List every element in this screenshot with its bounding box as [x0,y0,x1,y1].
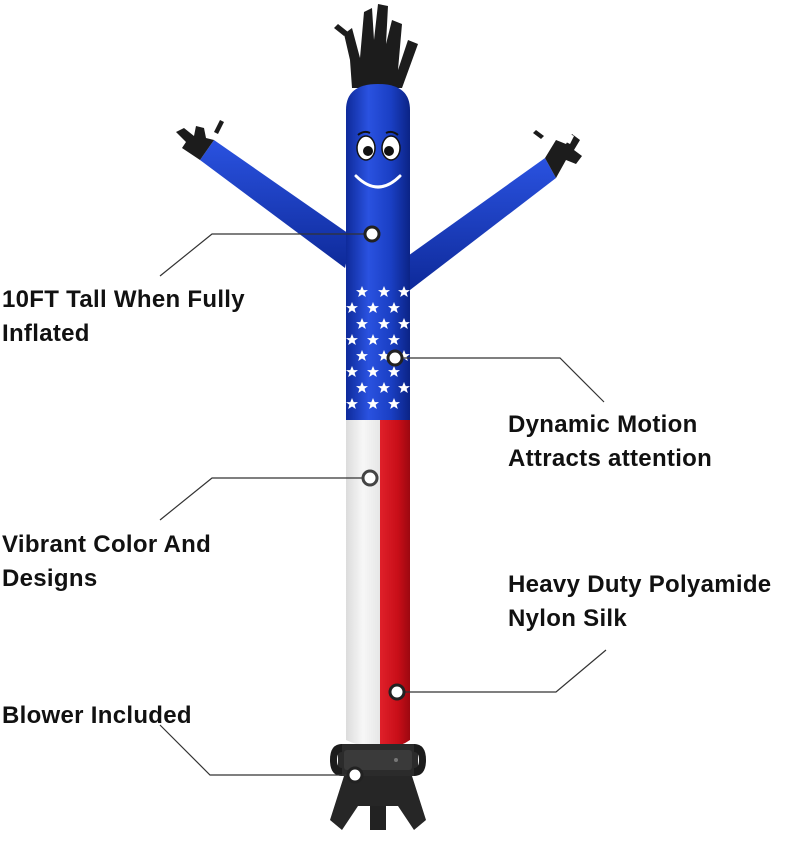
right-hand-tassels-icon [533,130,582,178]
left-arm [175,120,352,268]
feature-text-line: 10FT Tall When Fully [2,286,245,313]
feature-label-color: Vibrant Color And Designs [2,528,211,596]
feature-label-motion: Dynamic Motion Attracts attention [508,408,712,476]
callout-lines [159,233,607,776]
left-hand-tassels-icon [175,120,224,160]
callout-dot-tall [363,225,381,243]
feature-text-line: Attracts attention [508,445,713,472]
feature-text-line: Blower Included [2,702,192,729]
feature-label-blower: Blower Included [2,699,192,733]
top-tassels-icon [334,4,418,88]
blower-base-icon [330,744,426,830]
feature-text-line: Inflated [2,320,90,347]
feature-text-line: Dynamic Motion [508,411,698,438]
feature-text-line: Nylon Silk [508,605,628,632]
callout-dot-color [361,469,379,487]
feature-label-tall: 10FT Tall When Fully Inflated [2,283,245,351]
smiley-face-icon [354,130,402,189]
feature-text-line: Vibrant Color And [2,531,212,558]
callout-dots [346,225,406,784]
feature-text-line: Designs [2,565,98,592]
callout-dot-motion [386,349,404,367]
body-blue-section [346,84,410,420]
feature-text-line: Heavy Duty Polyamide [508,571,772,598]
feature-label-nylon: Heavy Duty Polyamide Nylon Silk [508,568,771,636]
callout-dot-nylon [388,683,406,701]
body-red-section [380,420,410,747]
body-white-section [346,420,380,746]
callout-dot-blower [346,766,364,784]
right-arm [405,130,582,290]
